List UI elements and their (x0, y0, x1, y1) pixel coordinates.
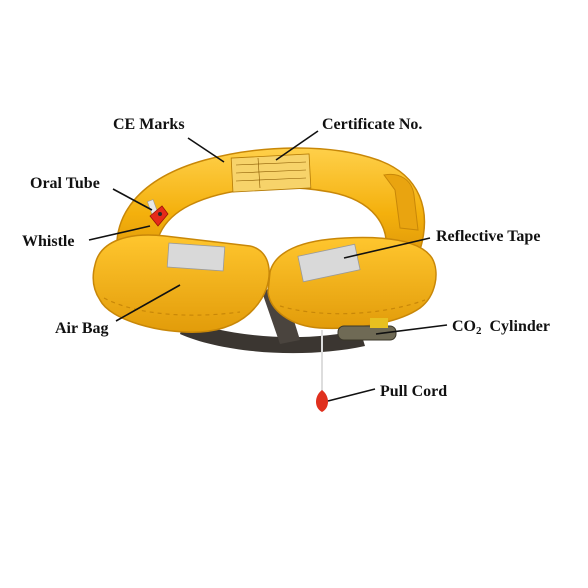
label-air-bag: Air Bag (55, 320, 109, 337)
co2-prefix: CO (452, 318, 476, 335)
whistle-leader (88, 225, 151, 241)
pull-cord-leader (327, 388, 376, 402)
pull-cord (316, 330, 328, 412)
co2-suffix: Cylinder (489, 318, 550, 335)
certificate-leader (275, 130, 319, 161)
pull-cord-toggle (316, 390, 328, 412)
label-co2-cylinder: CO2 Cylinder (452, 318, 550, 340)
co2-cylinder (337, 318, 397, 341)
label-pull-cord: Pull Cord (380, 383, 448, 400)
certificate-label-patch (230, 153, 312, 193)
label-oral-tube: Oral Tube (30, 175, 100, 192)
ce-marks-leader (187, 137, 225, 163)
left-air-bag (92, 234, 270, 333)
left-reflective-tape (166, 242, 226, 272)
reflective-tape-leader (343, 237, 431, 259)
oral-tube-and-whistle (147, 199, 169, 227)
label-reflective-tape: Reflective Tape (436, 228, 541, 245)
right-air-bag (267, 236, 437, 330)
oral-tube-leader (112, 188, 153, 211)
label-whistle: Whistle (22, 233, 75, 250)
leader-lines (88, 130, 448, 402)
label-ce-marks: CE Marks (113, 116, 185, 133)
label-certificate-no: Certificate No. (322, 116, 423, 133)
collar (116, 147, 426, 269)
air-bag-leader (115, 284, 181, 322)
co2-leader (375, 324, 448, 335)
right-reflective-tape (297, 243, 361, 283)
co2-subscript: 2 (476, 325, 482, 337)
